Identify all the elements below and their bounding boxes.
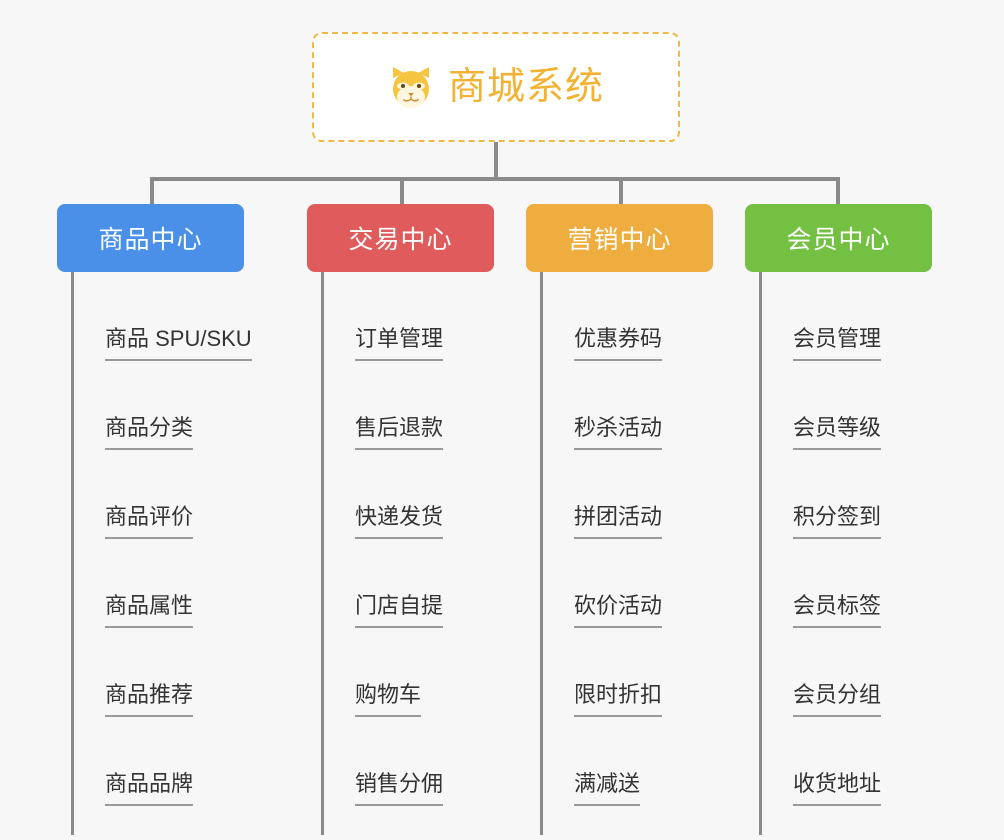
leaf-label: 商品品牌	[105, 773, 194, 806]
leaf-label: 商品分类	[105, 417, 194, 450]
leaf-item-coupon-code[interactable]: 优惠券码	[540, 272, 663, 361]
leaf-label: 销售分佣	[355, 773, 444, 806]
leaf-item-product-review[interactable]: 商品评价	[71, 450, 252, 539]
leaf-label: 商品 SPU/SKU	[105, 328, 252, 361]
leaf-spine-product-center	[71, 272, 74, 835]
leaf-label: 商品评价	[105, 506, 194, 539]
leaf-item-member-management[interactable]: 会员管理	[759, 272, 882, 361]
category-label-trade-center: 交易中心	[348, 226, 453, 254]
leaf-item-product-recommend[interactable]: 商品推荐	[71, 628, 252, 717]
category-box-marketing-center[interactable]: 营销中心	[526, 204, 713, 272]
leaf-column-trade-center: 订单管理 售后退款 快递发货 门店自提 购物车 销售分佣	[321, 272, 444, 835]
leaf-item-product-attribute[interactable]: 商品属性	[71, 539, 252, 628]
leaf-item-flash-sale[interactable]: 秒杀活动	[540, 361, 663, 450]
category-label-product-center: 商品中心	[98, 226, 203, 254]
root-title: 商城系统	[447, 66, 604, 108]
leaf-label: 会员标签	[793, 595, 882, 628]
leaf-label: 砍价活动	[574, 595, 663, 628]
leaf-item-store-pickup[interactable]: 门店自提	[321, 539, 444, 628]
leaf-column-member-center: 会员管理 会员等级 积分签到 会员标签 会员分组 收货地址	[759, 272, 882, 835]
connector-horizontal-bus	[150, 177, 840, 181]
leaf-item-points-checkin[interactable]: 积分签到	[759, 450, 882, 539]
leaf-label: 商品推荐	[105, 684, 194, 717]
leaf-label: 购物车	[355, 684, 422, 717]
leaf-label: 收货地址	[793, 773, 882, 806]
leaf-item-full-reduction[interactable]: 满减送	[540, 717, 662, 806]
leaf-label: 会员分组	[793, 684, 882, 717]
leaf-spine-member-center	[759, 272, 762, 835]
leaf-item-express-shipping[interactable]: 快递发货	[321, 450, 444, 539]
leaf-label: 拼团活动	[574, 506, 663, 539]
connector-drop-product-center	[150, 177, 154, 205]
category-box-trade-center[interactable]: 交易中心	[307, 204, 494, 272]
leaf-label: 秒杀活动	[574, 417, 663, 450]
leaf-item-member-group[interactable]: 会员分组	[759, 628, 882, 717]
connector-drop-member-center	[836, 177, 840, 205]
leaf-item-shopping-cart[interactable]: 购物车	[321, 628, 443, 717]
leaf-label: 订单管理	[355, 328, 444, 361]
leaf-item-product-spu-sku[interactable]: 商品 SPU/SKU	[71, 272, 252, 361]
leaf-item-shipping-address[interactable]: 收货地址	[759, 717, 882, 806]
leaf-label: 积分签到	[793, 506, 882, 539]
connector-root-stem	[494, 142, 498, 180]
leaf-item-order-management[interactable]: 订单管理	[321, 272, 444, 361]
category-box-member-center[interactable]: 会员中心	[745, 204, 932, 272]
connector-drop-trade-center	[400, 177, 404, 205]
leaf-label: 满减送	[574, 773, 641, 806]
leaf-label: 商品属性	[105, 595, 194, 628]
leaf-item-group-buy[interactable]: 拼团活动	[540, 450, 663, 539]
shiba-dog-icon	[388, 64, 434, 110]
leaf-item-limited-discount[interactable]: 限时折扣	[540, 628, 663, 717]
leaf-label: 优惠券码	[574, 328, 663, 361]
leaf-column-product-center: 商品 SPU/SKU 商品分类 商品评价 商品属性 商品推荐 商品品牌	[71, 272, 252, 835]
leaf-label: 会员等级	[793, 417, 882, 450]
leaf-item-product-category[interactable]: 商品分类	[71, 361, 252, 450]
leaf-item-member-level[interactable]: 会员等级	[759, 361, 882, 450]
leaf-label: 门店自提	[355, 595, 444, 628]
leaf-item-product-brand[interactable]: 商品品牌	[71, 717, 252, 806]
leaf-spine-trade-center	[321, 272, 324, 835]
leaf-label: 限时折扣	[574, 684, 663, 717]
leaf-item-sales-commission[interactable]: 销售分佣	[321, 717, 444, 806]
leaf-item-bargain[interactable]: 砍价活动	[540, 539, 663, 628]
category-box-product-center[interactable]: 商品中心	[57, 204, 244, 272]
category-label-member-center: 会员中心	[786, 226, 891, 254]
leaf-item-after-sale-refund[interactable]: 售后退款	[321, 361, 444, 450]
leaf-label: 售后退款	[355, 417, 444, 450]
leaf-column-marketing-center: 优惠券码 秒杀活动 拼团活动 砍价活动 限时折扣 满减送	[540, 272, 663, 835]
leaf-label: 快递发货	[355, 506, 444, 539]
root-node[interactable]: 商城系统	[312, 32, 680, 142]
leaf-label: 会员管理	[793, 328, 882, 361]
leaf-item-member-tag[interactable]: 会员标签	[759, 539, 882, 628]
connector-drop-marketing-center	[619, 177, 623, 205]
leaf-spine-marketing-center	[540, 272, 543, 835]
category-label-marketing-center: 营销中心	[567, 226, 672, 254]
